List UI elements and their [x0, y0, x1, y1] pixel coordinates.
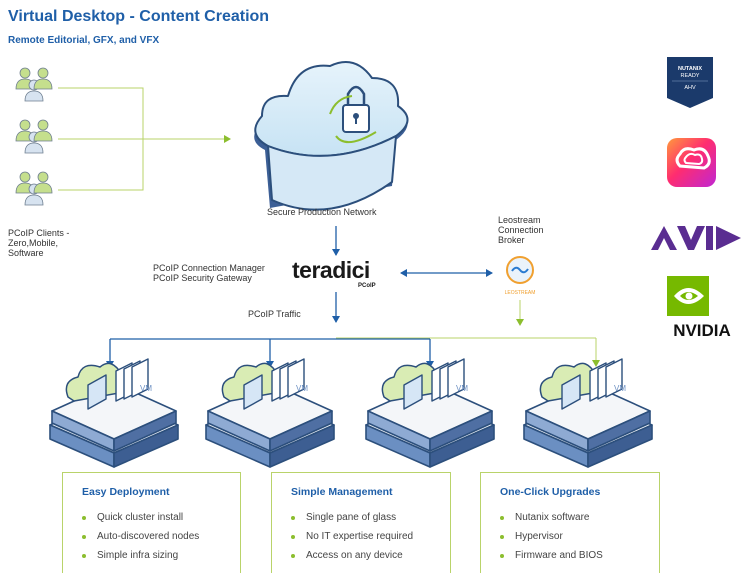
vm-label: VM — [140, 384, 152, 393]
teradici-logo: teradici — [292, 257, 370, 283]
clients-label-line: Software — [8, 248, 44, 258]
feature-item: Single pane of glass — [291, 511, 413, 530]
clients-label: PCoIP Clients - Zero,Mobile, Software — [8, 228, 98, 258]
vm-label: VM — [296, 384, 308, 393]
traffic-distribution — [106, 338, 434, 368]
leostream-label: Leostream Connection Broker — [498, 215, 544, 245]
avid-logo — [651, 226, 741, 250]
traffic-label: PCoIP Traffic — [248, 309, 301, 319]
leostream-distribution — [336, 337, 600, 367]
feature-item: Hypervisor — [500, 530, 603, 549]
clients-label-line: PCoIP Clients - — [8, 228, 70, 238]
feature-item: Access on any device — [291, 549, 413, 568]
creative-cloud-icon — [667, 138, 716, 187]
network-arrows — [332, 226, 493, 323]
feature-item: Nutanix software — [500, 511, 603, 530]
feature-title: One-Click Upgrades — [500, 486, 601, 498]
feature-item: Auto-discovered nodes — [82, 530, 199, 549]
teradici-label-line: PCoIP Connection Manager — [153, 263, 265, 273]
teradici-label: PCoIP Connection Manager PCoIP Security … — [153, 263, 265, 283]
leostream-label-line: Broker — [498, 235, 525, 245]
feature-item: Simple infra sizing — [82, 549, 199, 568]
leostream-label-line: Connection — [498, 225, 544, 235]
nvidia-wordmark: NVIDIA — [673, 321, 731, 340]
teradici-logo-sub: PCoIP — [358, 283, 376, 289]
feature-item: Firmware and BIOS — [500, 549, 603, 568]
cloud-lock-icon — [254, 61, 409, 211]
feature-box-easy-deployment: Easy Deployment Quick cluster install Au… — [62, 472, 241, 573]
vm-label: VM — [614, 384, 626, 393]
feature-item: No IT expertise required — [291, 530, 413, 549]
network-label: Secure Production Network — [267, 207, 377, 217]
feature-title: Simple Management — [291, 486, 393, 498]
nutanix-ready-badge: NUTANIX READY AHV — [667, 57, 713, 108]
vm-label: VM — [456, 384, 468, 393]
clients-label-line: Zero,Mobile, — [8, 238, 59, 248]
feature-title: Easy Deployment — [82, 486, 170, 498]
feature-box-one-click-upgrades: One-Click Upgrades Nutanix software Hype… — [480, 472, 660, 573]
leostream-logo-text: LEOSTREAM — [505, 290, 536, 296]
feature-box-simple-management: Simple Management Single pane of glass N… — [271, 472, 451, 573]
feature-item: Quick cluster install — [82, 511, 199, 530]
ahv-text: AHV — [684, 85, 696, 91]
server-node-icon — [49, 358, 653, 468]
ready-text: READY — [681, 73, 700, 79]
nvidia-logo: NVIDIA — [667, 276, 731, 340]
nutanix-text: NUTANIX — [678, 66, 702, 72]
client-connector — [58, 87, 231, 191]
teradici-label-line: PCoIP Security Gateway — [153, 273, 252, 283]
leostream-logo-icon: LEOSTREAM — [505, 256, 536, 296]
client-group-icon — [15, 67, 53, 206]
leostream-label-line: Leostream — [498, 215, 541, 225]
page-subtitle: Remote Editorial, GFX, and VFX — [8, 35, 160, 46]
page-title: Virtual Desktop - Content Creation — [8, 8, 270, 25]
